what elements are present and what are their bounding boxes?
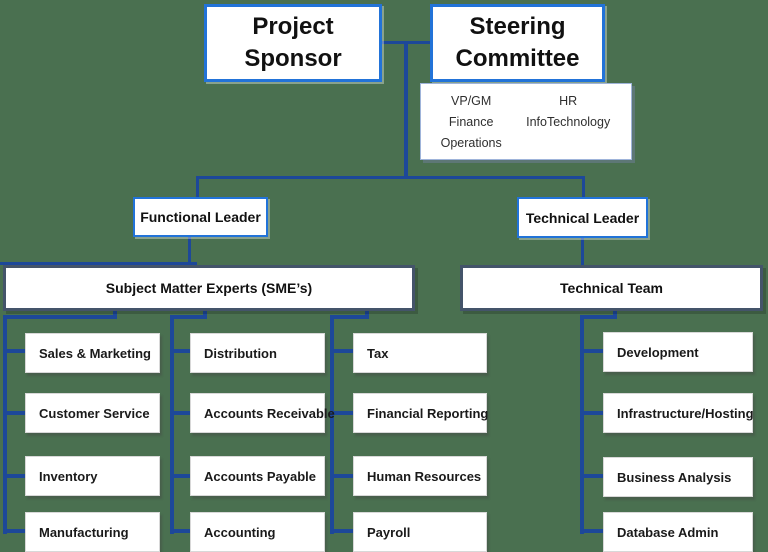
sme-box-inventory: Inventory <box>25 456 160 496</box>
committee-members-box: VP/GM HR Finance InfoTechnology Operatio… <box>420 83 632 160</box>
functional-leader-label: Functional Leader <box>140 209 261 225</box>
connector-line <box>330 411 353 415</box>
connector-line <box>3 529 25 533</box>
connector-line <box>0 262 197 265</box>
tech-box-database-admin: Database Admin <box>603 512 753 552</box>
connector-line <box>581 238 584 265</box>
leaf-label: Accounting <box>204 524 276 540</box>
technical-team-title: Technical Team <box>560 280 663 296</box>
project-sponsor-label: Project Sponsor <box>244 12 342 72</box>
connector-line <box>170 529 190 533</box>
project-sponsor-box: Project Sponsor <box>204 4 382 82</box>
leaf-label: Inventory <box>39 468 98 484</box>
leaf-label: Tax <box>367 345 389 361</box>
committee-member: HR <box>559 93 578 108</box>
committee-member: InfoTechnology <box>526 114 611 129</box>
connector-line <box>170 474 190 478</box>
leaf-label: Infrastructure/Hosting <box>617 405 754 421</box>
steering-committee-label: Steering Committee <box>455 12 580 72</box>
steering-committee-box: Steering Committee <box>430 4 605 82</box>
technical-leader-label: Technical Leader <box>525 209 640 226</box>
leaf-label: Database Admin <box>617 524 719 540</box>
connector-line <box>3 315 117 319</box>
connector-line <box>170 411 190 415</box>
technical-team-header-bar: Technical Team <box>460 265 763 311</box>
connector-line <box>580 529 603 533</box>
connector-line <box>580 474 603 478</box>
leaf-label: Financial Reporting <box>367 405 489 421</box>
technical-leader-box: Technical Leader <box>517 197 648 238</box>
connector-line <box>580 411 603 415</box>
tech-box-business-analysis: Business Analysis <box>603 457 753 497</box>
sme-box-financial-reporting: Financial Reporting <box>353 393 489 433</box>
leaf-label: Distribution <box>204 345 277 361</box>
connector-line <box>404 41 408 178</box>
sme-box-human-resources: Human Resources <box>353 456 487 496</box>
connector-line <box>330 315 334 534</box>
sme-box-sales-marketing: Sales & Marketing <box>25 333 160 373</box>
leaf-label: Accounts Payable <box>204 468 316 484</box>
leaf-label: Human Resources <box>367 468 482 484</box>
sme-box-distribution: Distribution <box>190 333 325 373</box>
connector-line <box>330 315 369 319</box>
sme-box-customer-service: Customer Service <box>25 393 160 433</box>
connector-line <box>330 474 353 478</box>
sme-title: Subject Matter Experts (SME’s) <box>105 280 313 296</box>
connector-line <box>170 315 174 534</box>
leaf-label: Customer Service <box>39 405 150 421</box>
committee-member: Operations <box>440 135 502 150</box>
connector-line <box>580 315 584 534</box>
leaf-label: Sales & Marketing <box>39 345 151 361</box>
functional-leader-box: Functional Leader <box>133 197 268 237</box>
leaf-label: Manufacturing <box>39 524 129 540</box>
connector-line <box>188 237 191 265</box>
tech-box-infrastructure-hosting: Infrastructure/Hosting <box>603 393 754 433</box>
sme-header-bar: Subject Matter Experts (SME’s) <box>3 265 415 311</box>
connector-line <box>330 529 353 533</box>
connector-line <box>196 176 199 197</box>
connector-line <box>3 474 25 478</box>
connector-line <box>3 349 25 353</box>
sme-box-accounts-receivable: Accounts Receivable <box>190 393 335 433</box>
leaf-label: Development <box>617 344 699 360</box>
sme-box-manufacturing: Manufacturing <box>25 512 160 552</box>
connector-line <box>170 349 190 353</box>
connector-line <box>580 315 617 319</box>
connector-line <box>582 176 585 197</box>
leaf-label: Payroll <box>367 524 411 540</box>
leaf-label: Accounts Receivable <box>204 405 335 421</box>
connector-line <box>330 349 353 353</box>
connector-line <box>170 315 207 319</box>
connector-line <box>3 411 25 415</box>
committee-member: VP/GM <box>451 93 492 108</box>
tech-box-development: Development <box>603 332 753 372</box>
committee-member: Finance <box>448 114 494 129</box>
sme-box-payroll: Payroll <box>353 512 487 552</box>
connector-line <box>580 349 603 353</box>
sme-box-tax: Tax <box>353 333 487 373</box>
sme-box-accounting: Accounting <box>190 512 325 552</box>
sme-box-accounts-payable: Accounts Payable <box>190 456 325 496</box>
leaf-label: Business Analysis <box>617 469 732 485</box>
connector-line <box>3 315 7 534</box>
connector-line <box>197 176 585 179</box>
